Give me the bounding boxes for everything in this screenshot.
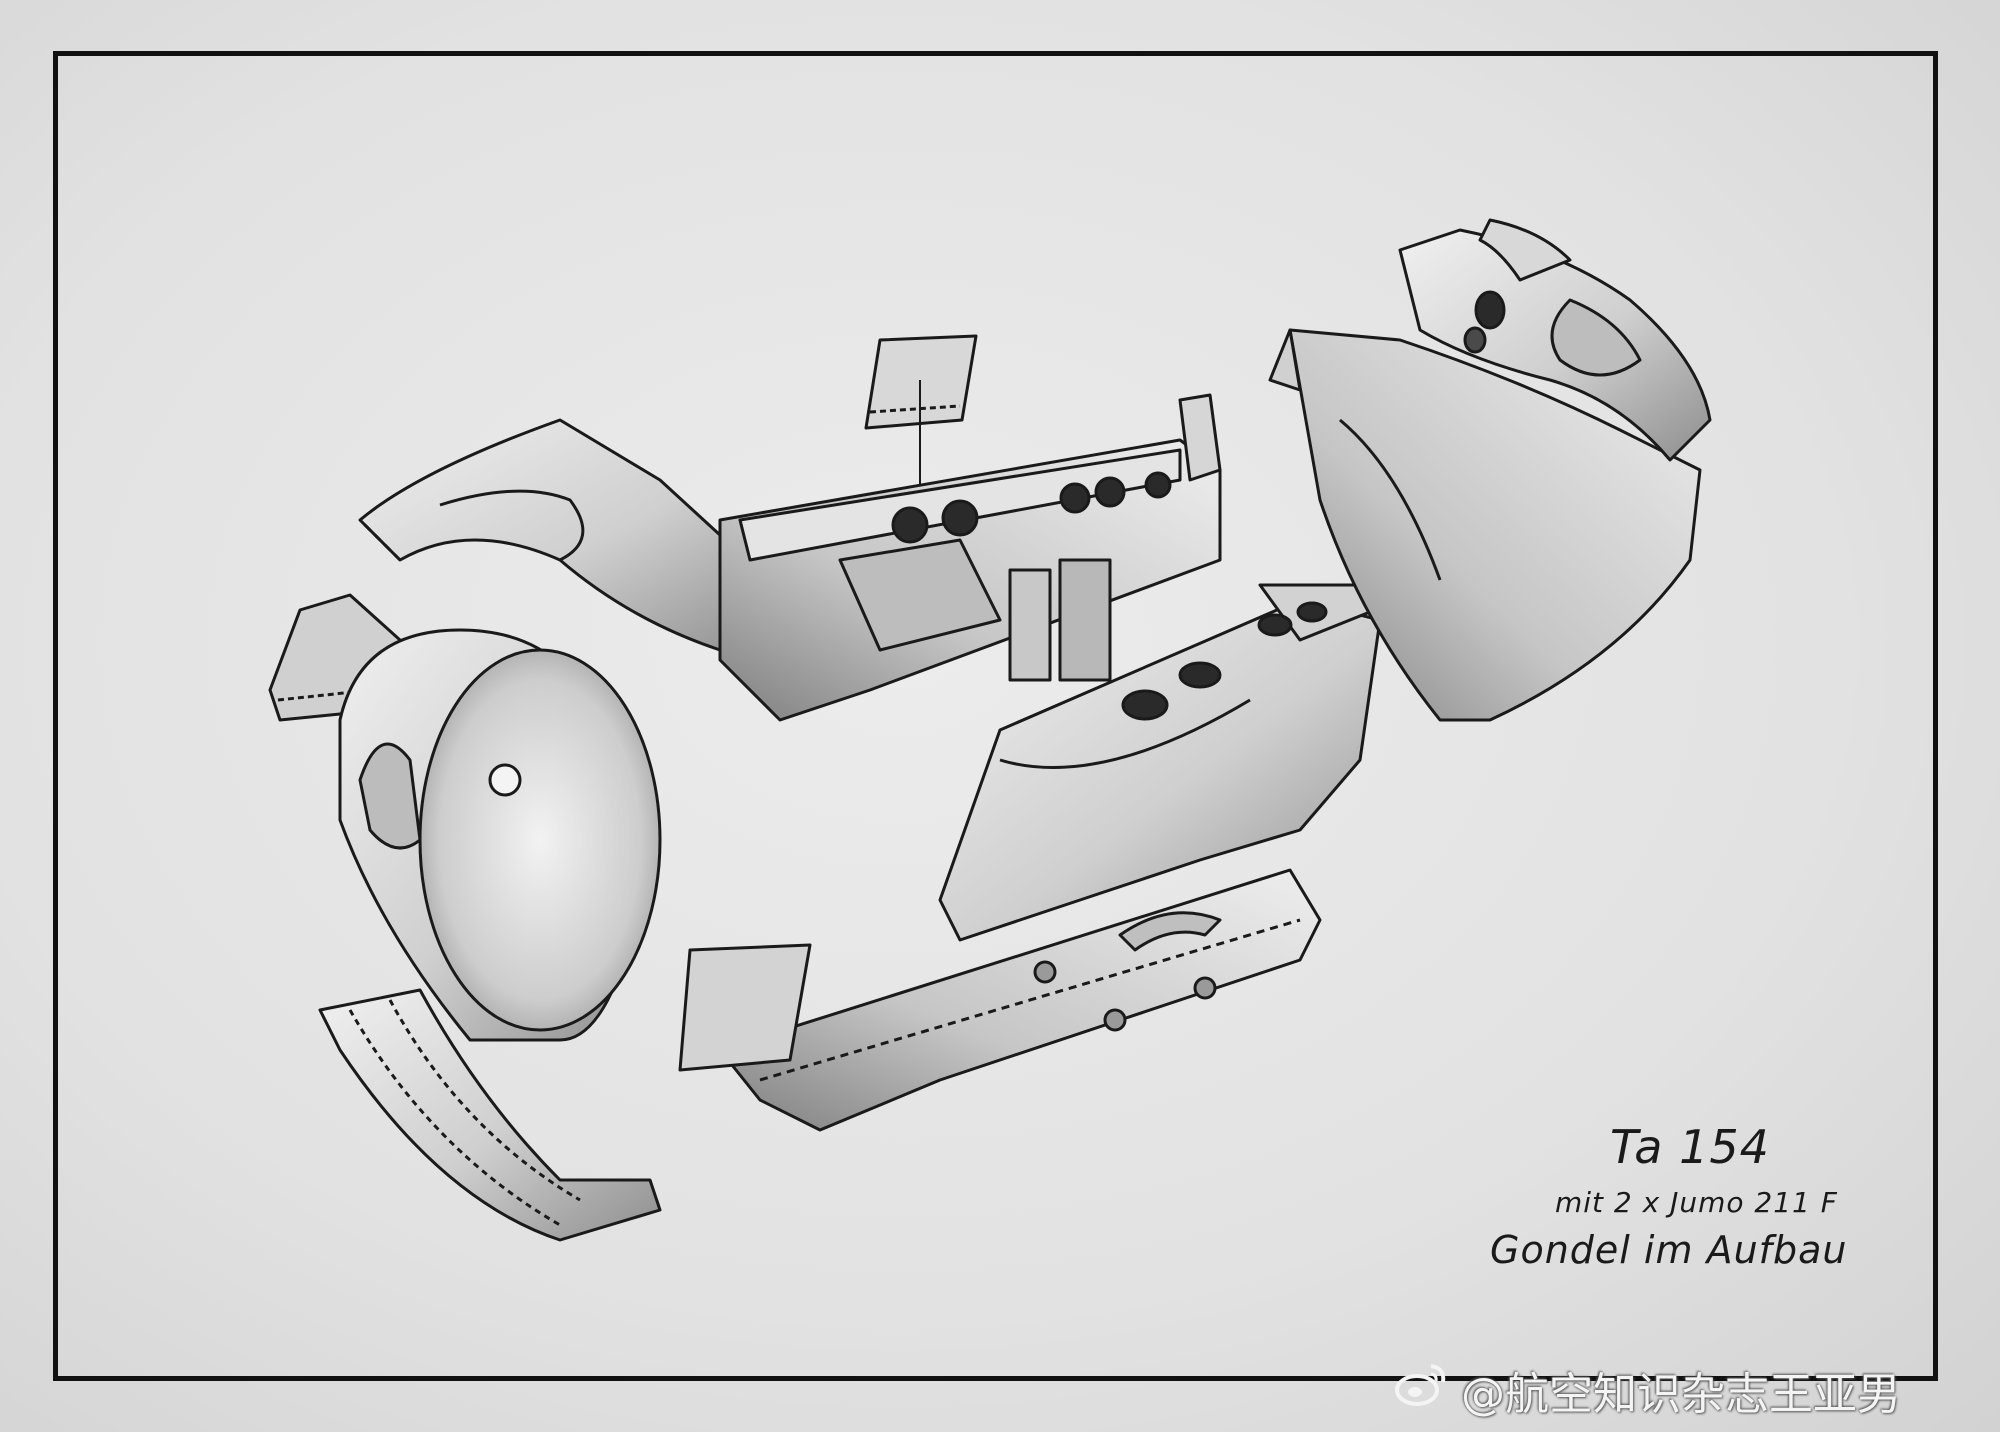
watermark-text: @航空知识杂志王亚男 xyxy=(1461,1369,1901,1420)
central-engine-bearer-structure xyxy=(718,393,1222,722)
weibo-logo-icon xyxy=(1395,1364,1446,1406)
watermark: @航空知识杂志王亚男 xyxy=(1393,1356,1993,1420)
detached-curved-lower-panel xyxy=(318,988,662,1242)
drawing-border-frame xyxy=(53,51,1938,1381)
lower-nacelle-tray xyxy=(718,868,1322,1132)
drawing-title: Ta 154 xyxy=(1610,1120,1770,1174)
drawing-description: Gondel im Aufbau xyxy=(1490,1228,1848,1272)
annular-radiator-nose-cowl xyxy=(1268,218,1712,722)
main-rear-frame-ring xyxy=(338,628,662,1042)
upper-rear-fairing xyxy=(358,418,782,652)
drawing-subtitle: mit 2 x Jumo 211 F xyxy=(1555,1186,1838,1219)
lower-hinged-flap xyxy=(678,943,812,1072)
